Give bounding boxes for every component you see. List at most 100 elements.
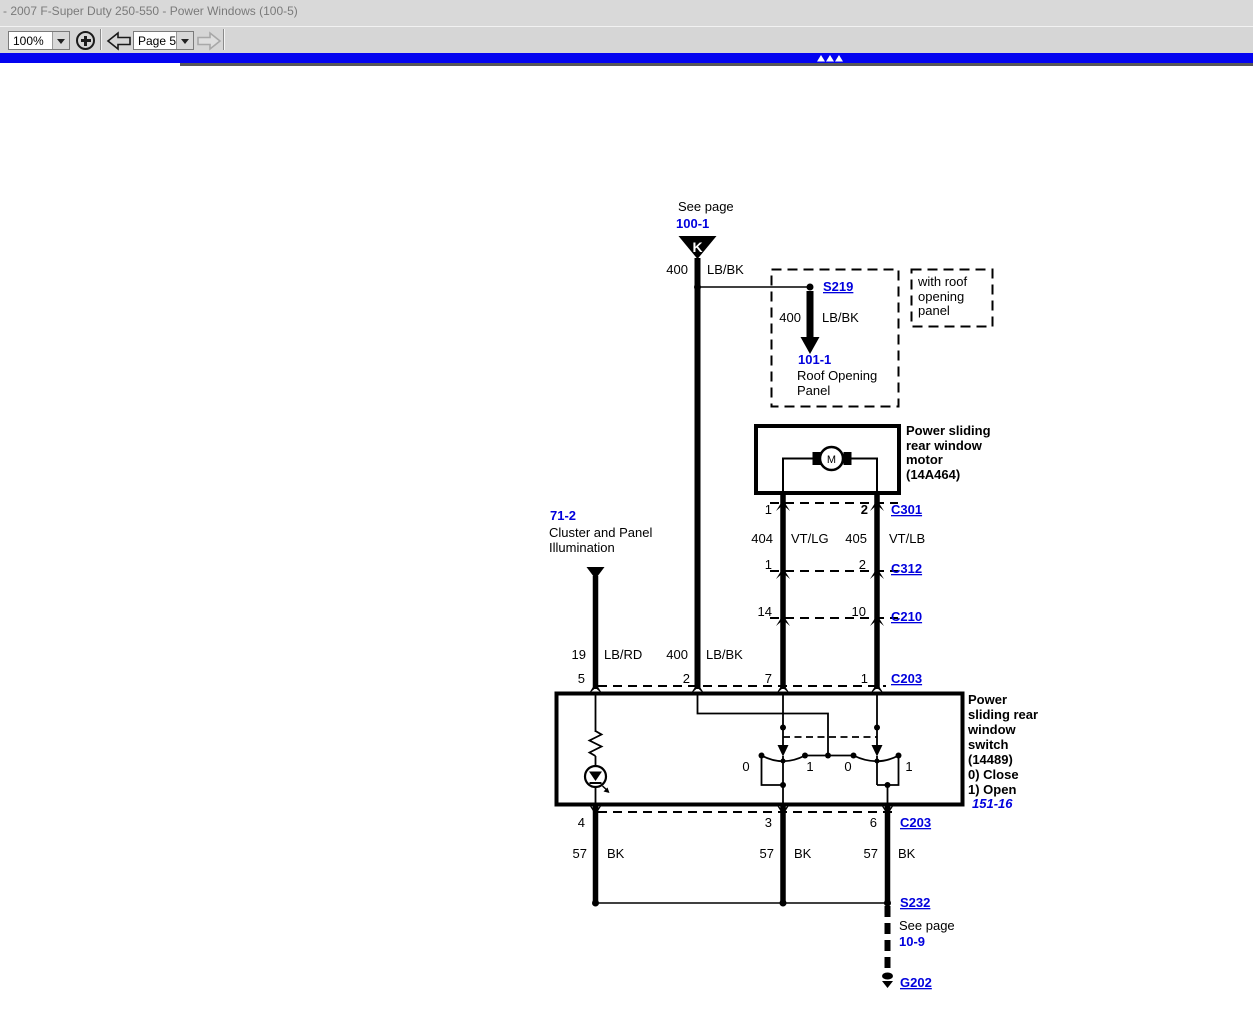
pin-number: 14 — [758, 604, 772, 619]
pin-number: 2 — [859, 557, 866, 572]
ground-symbol-icon — [882, 972, 893, 980]
switch-poles — [777, 695, 883, 757]
pin-number: 6 — [870, 815, 877, 830]
page-ref-10-9[interactable]: 10-9 — [899, 934, 925, 949]
motor-box: M Power sliding rear window motor (14A46… — [754, 423, 991, 495]
illum-label: Illumination — [549, 540, 615, 555]
connector-link-c203[interactable]: C203 — [900, 815, 931, 830]
splice-link-s232[interactable]: S232 — [900, 895, 930, 910]
illumination-led-circuit — [583, 695, 610, 805]
resistor-icon — [587, 730, 604, 757]
toolbar: 100% Page 5 — [0, 26, 1253, 53]
page-ref-101-1[interactable]: 101-1 — [798, 352, 831, 367]
wire-num: 400 — [779, 310, 801, 325]
see-page-label: See page — [678, 199, 734, 214]
component-box — [754, 424, 901, 495]
blue-divider-bar — [0, 53, 1253, 63]
feed-routing — [696, 695, 829, 753]
note-line: panel — [918, 303, 950, 318]
note-line: opening — [918, 289, 964, 304]
led-arrow — [603, 787, 610, 793]
wire-color: VT/LB — [889, 531, 925, 546]
switch-label: 0) Close — [968, 767, 1019, 782]
page-ref-71-2[interactable]: 71-2 — [550, 508, 576, 523]
wire-num: 405 — [845, 531, 867, 546]
wire-color: LB/BK — [822, 310, 859, 325]
roof-note-box: with roof opening panel — [910, 268, 994, 328]
s219-option-box: S219 400 LB/BK 101-1 Roof Opening Panel — [770, 268, 900, 408]
diode-triangle — [589, 771, 602, 781]
connector-link-c203[interactable]: C203 — [891, 671, 922, 686]
motor-lead — [848, 457, 878, 491]
switch-position: 1 — [905, 759, 912, 774]
pin-number: 2 — [683, 671, 690, 686]
splice-link-s219[interactable]: S219 — [823, 279, 853, 294]
connector-c210: 14 10 C210 — [758, 604, 922, 626]
switch-position: 1 — [806, 759, 813, 774]
pin-arrow-icon — [588, 804, 603, 815]
note-line: with roof — [917, 274, 968, 289]
zoom-dropdown-icon[interactable] — [52, 32, 69, 49]
page-ref-100-1[interactable]: 100-1 — [676, 216, 709, 231]
pin-number: 3 — [765, 815, 772, 830]
title-bar: - 2007 F-Super Duty 250-550 - Power Wind… — [0, 0, 1253, 26]
zoom-select[interactable]: 100% — [8, 31, 70, 50]
pin-arrow-icon — [690, 683, 705, 694]
pin-arrow-icon — [776, 804, 790, 815]
switch-label: sliding rear — [968, 707, 1038, 722]
motor-label: motor — [906, 452, 943, 467]
pin-arrow-icon — [870, 568, 884, 579]
wire-color: LB/RD — [604, 647, 642, 662]
junction-dot — [806, 283, 814, 291]
wire-num: 404 — [751, 531, 773, 546]
connector-c203-bottom: 4 3 6 C203 — [578, 804, 931, 830]
dest-label: Roof Opening — [797, 368, 877, 383]
ground-run: See page 10-9 G202 — [882, 906, 955, 990]
motor-terminal — [843, 452, 852, 465]
switch-label: 1) Open — [968, 782, 1016, 797]
motor-symbol-icon — [818, 445, 845, 472]
illum-label: Cluster and Panel — [549, 525, 652, 540]
component-box — [554, 691, 965, 807]
forward-arrow-icon[interactable] — [196, 31, 222, 51]
toolbar-separator — [100, 29, 101, 50]
switch-label: switch — [968, 737, 1009, 752]
wire-color: BK — [898, 846, 916, 861]
ground-link-g202[interactable]: G202 — [900, 975, 932, 990]
pin-arrow-icon — [776, 615, 790, 626]
page-select[interactable]: Page 5 — [133, 31, 194, 50]
down-arrow-icon — [800, 337, 820, 354]
motor-terminal — [812, 452, 821, 465]
wire-num: 57 — [573, 846, 587, 861]
wire-color: BK — [607, 846, 625, 861]
pin-number: 4 — [578, 815, 585, 830]
motor-letter: M — [827, 454, 836, 466]
dashed-box — [910, 268, 994, 328]
motor-label: (14A464) — [906, 467, 960, 482]
wire-color: BK — [794, 846, 812, 861]
dashed-box — [770, 268, 900, 408]
zoom-in-icon[interactable] — [76, 31, 95, 50]
connector-c203-top: 5 2 7 1 C203 — [578, 671, 922, 694]
wire-num: 57 — [760, 846, 774, 861]
wire-color: LB/BK — [707, 262, 744, 277]
connector-link-c312[interactable]: C312 — [891, 561, 922, 576]
zoom-value: 100% — [13, 34, 44, 48]
window-title: - 2007 F-Super Duty 250-550 - Power Wind… — [3, 4, 298, 18]
switch-position: 0 — [742, 759, 749, 774]
wire-num: 19 — [572, 647, 586, 662]
back-arrow-icon[interactable] — [106, 31, 132, 51]
page-dropdown-icon[interactable] — [176, 32, 193, 49]
connector-link-c301[interactable]: C301 — [891, 502, 922, 517]
pin-arrow-icon — [776, 568, 790, 579]
illumination-branch: 71-2 Cluster and Panel Illumination 19 L… — [549, 508, 743, 689]
page-ref-151-16[interactable]: 151-16 — [972, 796, 1013, 811]
pin-number: 2 — [861, 502, 868, 517]
connector-link-c210[interactable]: C210 — [891, 609, 922, 624]
see-page-label: See page — [899, 918, 955, 933]
feed-letter: K — [692, 239, 702, 255]
feed-arrow-icon — [678, 236, 717, 259]
switch-label: window — [967, 722, 1017, 737]
